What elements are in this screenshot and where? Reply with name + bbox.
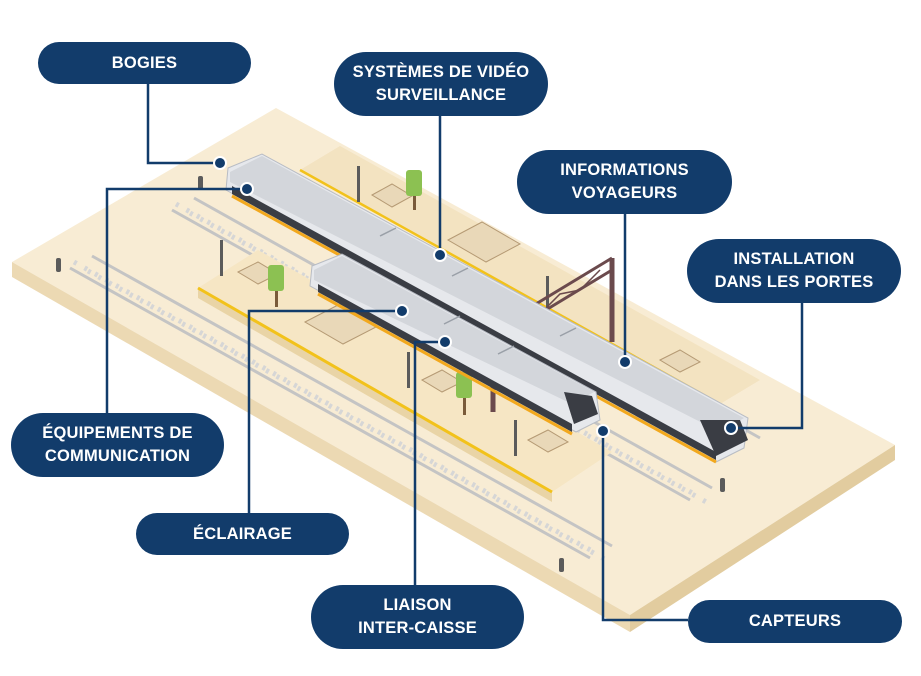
- label-capteurs: CAPTEURS: [688, 600, 902, 643]
- label-informations-voyageurs: INFORMATIONS VOYAGEURS: [517, 150, 732, 214]
- leader-lines: [105, 84, 804, 622]
- dot-capteurs: [596, 424, 610, 438]
- dot-comm: [240, 182, 254, 196]
- leader-portes: [733, 303, 804, 430]
- leader-bogies: [146, 84, 218, 165]
- leader-capteurs: [601, 433, 688, 622]
- label-video-surveillance: SYSTÈMES DE VIDÉO SURVEILLANCE: [334, 52, 548, 116]
- callout-dots: [213, 156, 738, 438]
- dot-portes: [724, 421, 738, 435]
- label-installation-portes: INSTALLATION DANS LES PORTES: [687, 239, 901, 303]
- signal-posts: [56, 166, 725, 572]
- trees: [268, 170, 472, 415]
- label-liaison-inter-caisse: LIAISON INTER-CAISSE: [311, 585, 524, 649]
- label-bogies: BOGIES: [38, 42, 251, 84]
- dot-liaison: [438, 335, 452, 349]
- dot-info: [618, 355, 632, 369]
- dot-eclairage: [395, 304, 409, 318]
- leader-eclairage: [247, 309, 400, 513]
- train-lower: [309, 253, 601, 436]
- dot-bogies: [213, 156, 227, 170]
- leader-comm: [105, 187, 245, 413]
- label-equipements-communication: ÉQUIPEMENTS DE COMMUNICATION: [11, 413, 224, 477]
- label-eclairage: ÉCLAIRAGE: [136, 513, 349, 555]
- leader-liaison: [413, 340, 443, 585]
- dot-video: [433, 248, 447, 262]
